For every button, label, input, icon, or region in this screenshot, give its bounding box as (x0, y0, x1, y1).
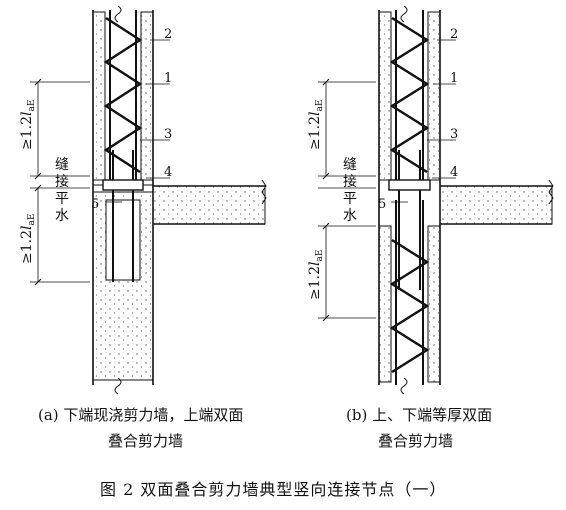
callout-5-b: 5 (378, 197, 386, 212)
right-shell-inner-upper (427, 11, 441, 181)
svg-text:接: 接 (343, 173, 357, 190)
callout-4: 4 (164, 165, 172, 180)
figure-caption: 图 2 双面叠合剪力墙典型竖向连接节点（一） (100, 480, 447, 499)
svg-text:水: 水 (55, 208, 69, 224)
svg-text:平: 平 (343, 191, 357, 207)
dimension-label-upper-b: ≥1.2laE (307, 100, 325, 150)
right-lattice-truss-upper (389, 16, 430, 174)
callout-2: 2 (164, 27, 172, 42)
left-shell-outer (92, 11, 106, 181)
dimension-label-lower-b: ≥1.2laE (307, 250, 325, 300)
callout-1-b: 1 (450, 71, 458, 86)
right-lattice-truss-lower (389, 238, 430, 374)
caption-b-line1: (b) 上、下端等厚双面 (346, 406, 493, 424)
left-slab (152, 185, 266, 225)
svg-text:接: 接 (55, 173, 69, 190)
dimension-label-lower: ≥1.2laE (19, 214, 37, 264)
callout-3: 3 (164, 127, 172, 142)
callout-4-b: 4 (450, 165, 458, 180)
left-seam-block (102, 179, 144, 191)
right-shell-outer-upper (378, 11, 392, 181)
left-lattice-truss (103, 16, 143, 174)
dimension-label-upper: ≥1.2laE (19, 100, 37, 150)
seam-label: 水 平 接 缝 (55, 157, 69, 224)
left-lower-core (105, 199, 141, 281)
left-shell-inner (140, 11, 154, 181)
caption-a-line2: 叠合剪力墙 (108, 432, 184, 450)
callout-1: 1 (164, 71, 172, 86)
callout-5: 5 (91, 197, 99, 212)
detail-a: 2 1 3 4 5 ≥1.2laE ≥1.2laE 水 平 接 缝 (19, 5, 267, 395)
detail-b: 2 1 3 4 5 ≥1.2laE ≥1.2laE 水 平 接 缝 (307, 5, 554, 395)
caption-a-line1: (a) 下端现浇剪力墙，上端双面 (38, 406, 244, 424)
right-slab (439, 185, 553, 225)
svg-text:水: 水 (343, 208, 357, 224)
caption-b-line2: 叠合剪力墙 (378, 432, 454, 450)
right-shell-inner-lower (427, 225, 441, 383)
callout-2-b: 2 (450, 27, 458, 42)
callout-3-b: 3 (450, 127, 458, 142)
svg-text:缝: 缝 (343, 157, 357, 173)
svg-text:平: 平 (55, 191, 69, 207)
svg-text:缝: 缝 (55, 157, 69, 173)
right-seam-block (388, 179, 431, 191)
seam-label-b: 水 平 接 缝 (343, 157, 357, 224)
right-shell-outer-lower (378, 225, 392, 383)
